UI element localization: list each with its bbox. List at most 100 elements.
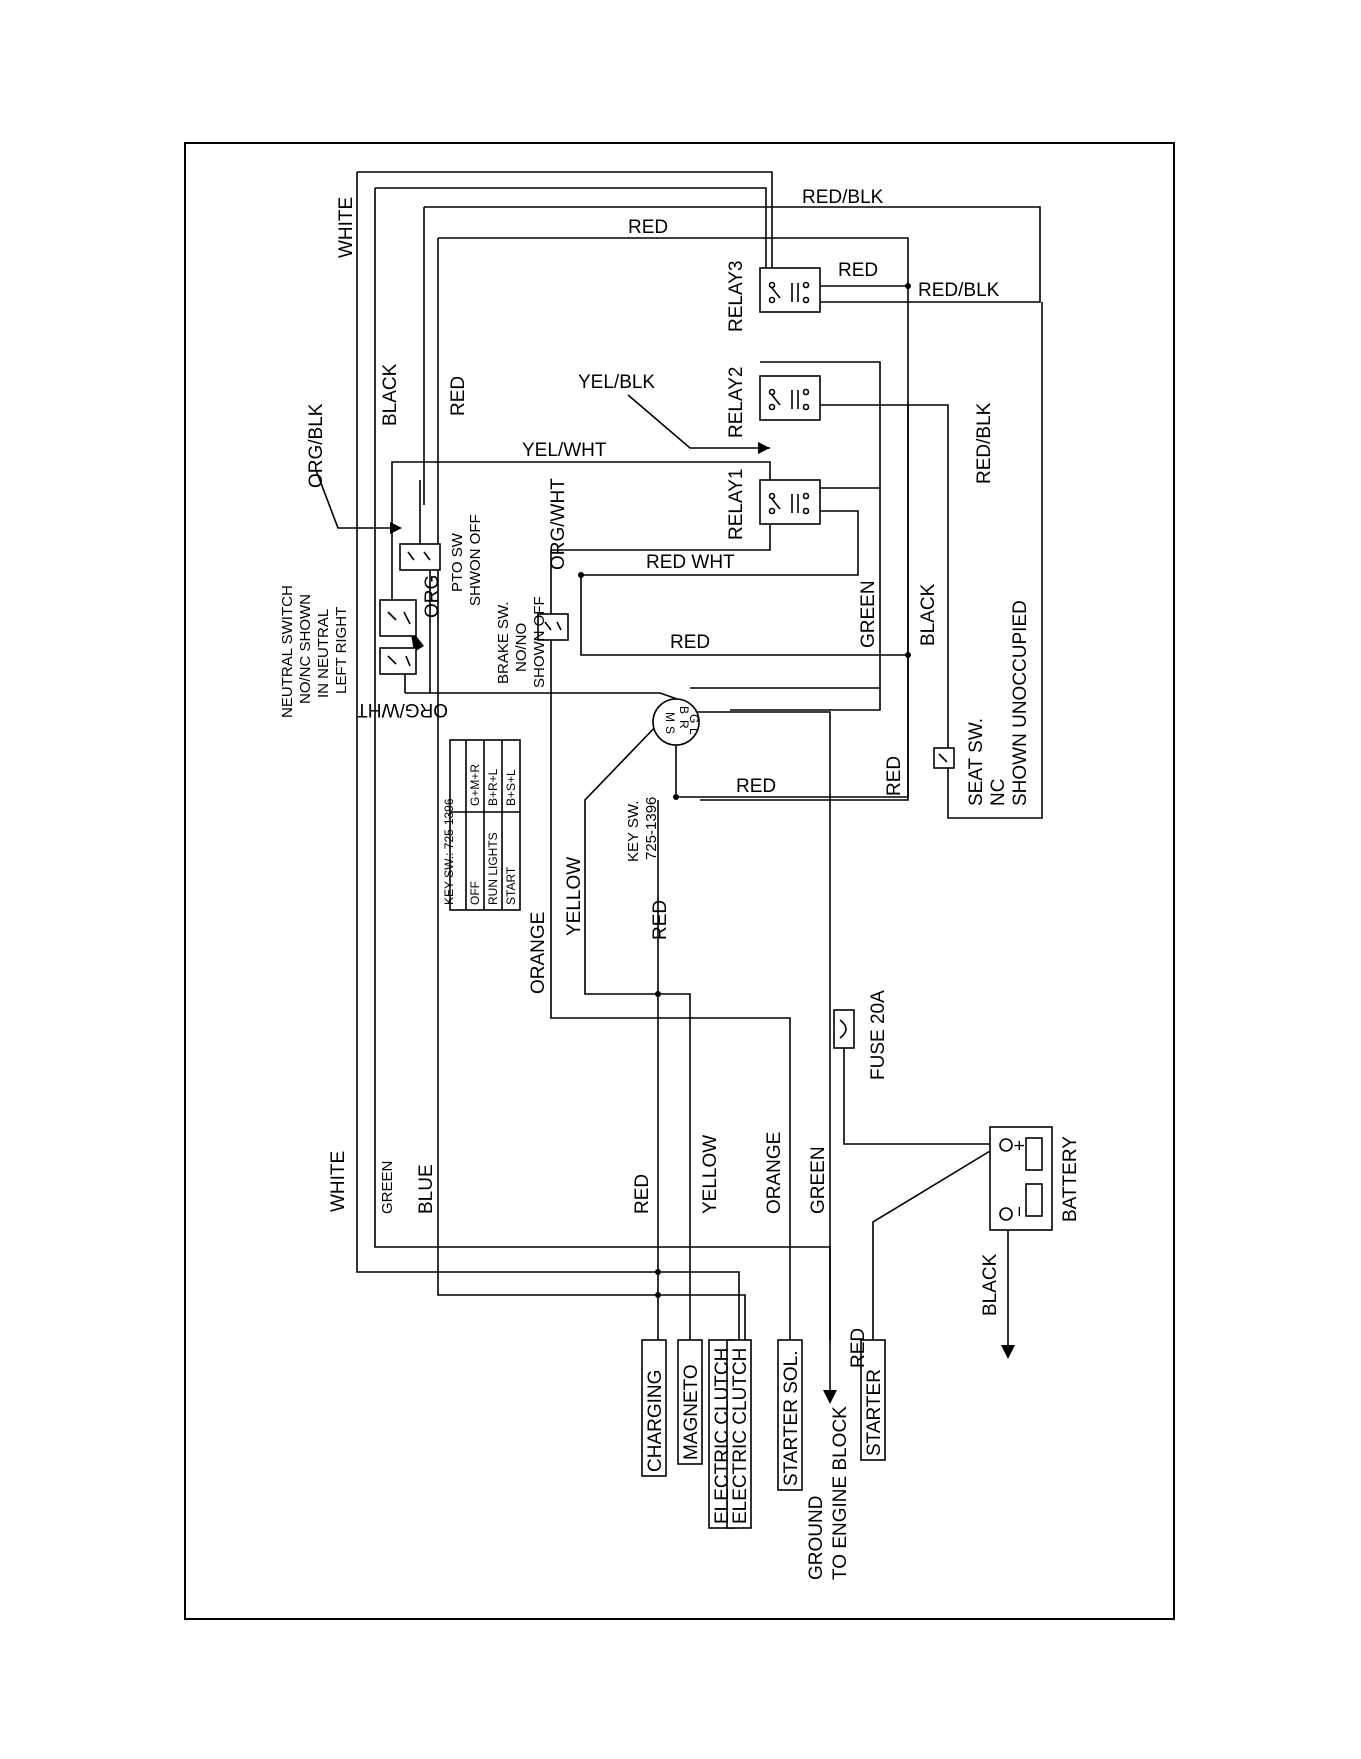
- key-table-row-1-position: OFF: [468, 881, 482, 905]
- label-seat-1: SEAT SW.: [966, 718, 987, 806]
- wire-left-vertical-red: [437, 238, 746, 1340]
- junction-dot: [655, 1292, 661, 1298]
- switch-contact-icon: [387, 551, 948, 763]
- label-green-mid: GREEN: [858, 580, 879, 648]
- wire-red-mid: [580, 575, 908, 656]
- label-seat-3: SHOWN UNOCCUPIED: [1010, 600, 1031, 806]
- diagram-frame: [184, 142, 1175, 1620]
- wire-black-top: [375, 187, 772, 291]
- wire-red-top: [438, 237, 909, 287]
- junction-dot: [673, 794, 679, 800]
- fuse-box: [833, 1009, 855, 1049]
- terminal-starter-label: STARTER: [864, 1369, 885, 1456]
- wire-yel-wht: [391, 461, 771, 505]
- label-red-vert: RED: [650, 900, 671, 940]
- relay-contact-icon: [802, 296, 810, 304]
- neutral-switch-right: [379, 599, 417, 637]
- neutral-switch-left: [379, 647, 417, 675]
- label-green-bottom2: GREEN: [808, 1146, 829, 1214]
- battery-positive-terminal-icon: [999, 1138, 1013, 1152]
- key-pin-l: L: [687, 728, 701, 735]
- terminal-starter-sol-box: [777, 1339, 803, 1491]
- label-black-battery: BLACK: [980, 1253, 1001, 1316]
- brake-switch-box: [537, 613, 569, 641]
- relay-contact-icon: [768, 281, 776, 289]
- relay-contact-icon: [768, 296, 776, 304]
- labels: RED/BLK RED RED RED/BLK YEL/BLK YEL/WHT …: [279, 187, 1081, 1580]
- neutral-switch-link: [391, 480, 431, 693]
- label-org-wht-vertical: ORG/WHT: [548, 478, 569, 570]
- label-blue-bottom: BLUE: [416, 1164, 437, 1214]
- relay2-box: [759, 375, 821, 421]
- key-table-row-2-contacts: B+R+L: [486, 768, 500, 806]
- label-fuse: FUSE 20A: [868, 990, 889, 1080]
- wire-battery-starter: [872, 1144, 1001, 1340]
- wire-relay-bus: [730, 361, 881, 711]
- terminal-charging-box: [641, 1339, 667, 1477]
- wire-red-blk-top: [424, 206, 1041, 303]
- label-relay3: RELAY3: [726, 261, 747, 332]
- terminal-starter-sol-label: STARTER SOL.: [781, 1351, 802, 1487]
- key-table-row-2-position: RUN LIGHTS: [486, 832, 500, 905]
- label-neutral-3: IN NEUTRAL: [315, 609, 332, 698]
- relay-contact-icon: [768, 403, 776, 411]
- label-red-starter: RED: [848, 1328, 869, 1368]
- battery-minus-sign: −: [1008, 1206, 1029, 1217]
- yel-blk-arrow-icon: [758, 442, 770, 454]
- terminal-clutch2-label: ELECTRIC CLUTCH: [730, 1348, 751, 1524]
- wire-orange: [550, 870, 791, 1340]
- key-pin-m: M: [663, 712, 677, 722]
- wire-red-wht: [550, 525, 771, 870]
- terminal-charging-label: CHARGING: [645, 1370, 666, 1472]
- label-neutral-1: NEUTRAL SWITCH: [279, 585, 296, 718]
- key-table-title: KEY SW.: 725-1396: [442, 798, 456, 905]
- org-blk-leader: [315, 469, 392, 529]
- relay-contact-icon: [802, 281, 810, 289]
- junction-dot: [905, 652, 911, 658]
- terminal-clutch2-box: [726, 1339, 752, 1529]
- terminal-boxes: [641, 1339, 886, 1529]
- wire-key-to-fuse: [690, 711, 831, 1010]
- label-green-bottom: GREEN: [379, 1161, 396, 1214]
- junctions: [578, 283, 911, 1298]
- label-key-1: KEY SW.: [625, 801, 642, 862]
- label-orange-mid: ORANGE: [528, 912, 549, 994]
- junction-dot: [578, 572, 584, 578]
- label-relay2: RELAY2: [726, 367, 747, 438]
- relay-contact-icon: [768, 507, 776, 515]
- label-red-blk-right: RED/BLK: [974, 402, 995, 484]
- relay-contact-icon: [768, 492, 776, 500]
- key-switch-table: KEY SW.: 725-1396 OFF G+M+R RUN LIGHTS B…: [442, 739, 521, 911]
- label-pto-2: SHWON OFF: [467, 514, 484, 606]
- relay-contact-icon: [802, 388, 810, 396]
- key-pin-s: S: [663, 726, 677, 734]
- label-brake-3: SHOWN OFF: [531, 596, 548, 688]
- label-black-mid: BLACK: [918, 583, 939, 646]
- label-org-short: ORG: [422, 575, 443, 618]
- label-red-blk-relay3: RED/BLK: [918, 280, 1000, 301]
- label-red-right: RED: [884, 756, 905, 796]
- junction-dot: [655, 991, 661, 997]
- relay-contact-icon: [802, 507, 810, 515]
- label-yel-blk: YEL/BLK: [578, 372, 655, 393]
- relay-contact-icon: [802, 492, 810, 500]
- label-org-wht-inverted: ORG/WHT: [356, 699, 448, 720]
- relay-coil-icons: [768, 281, 810, 515]
- battery-cell-icon: [1025, 1137, 1043, 1171]
- battery-negative-terminal-icon: [999, 1207, 1013, 1221]
- wire-yellow: [584, 721, 691, 1340]
- key-table-row-3-position: START: [504, 866, 518, 905]
- label-white-top: WHITE: [336, 197, 357, 258]
- label-red-wht: RED WHT: [646, 552, 735, 573]
- relay-contact-icon: [768, 388, 776, 396]
- battery-cell-icon: [1025, 1183, 1043, 1217]
- label-red-blk-top: RED/BLK: [802, 187, 884, 208]
- label-red-top: RED: [628, 217, 668, 238]
- label-orange-bottom: ORANGE: [764, 1132, 785, 1214]
- org-blk-arrow-icon: [390, 522, 402, 534]
- pto-switch-box: [399, 543, 441, 571]
- junction-dot: [905, 283, 911, 289]
- key-pin-g: G: [687, 714, 701, 723]
- terminal-magneto-box: [677, 1339, 703, 1465]
- label-ground-1: GROUND: [806, 1496, 827, 1580]
